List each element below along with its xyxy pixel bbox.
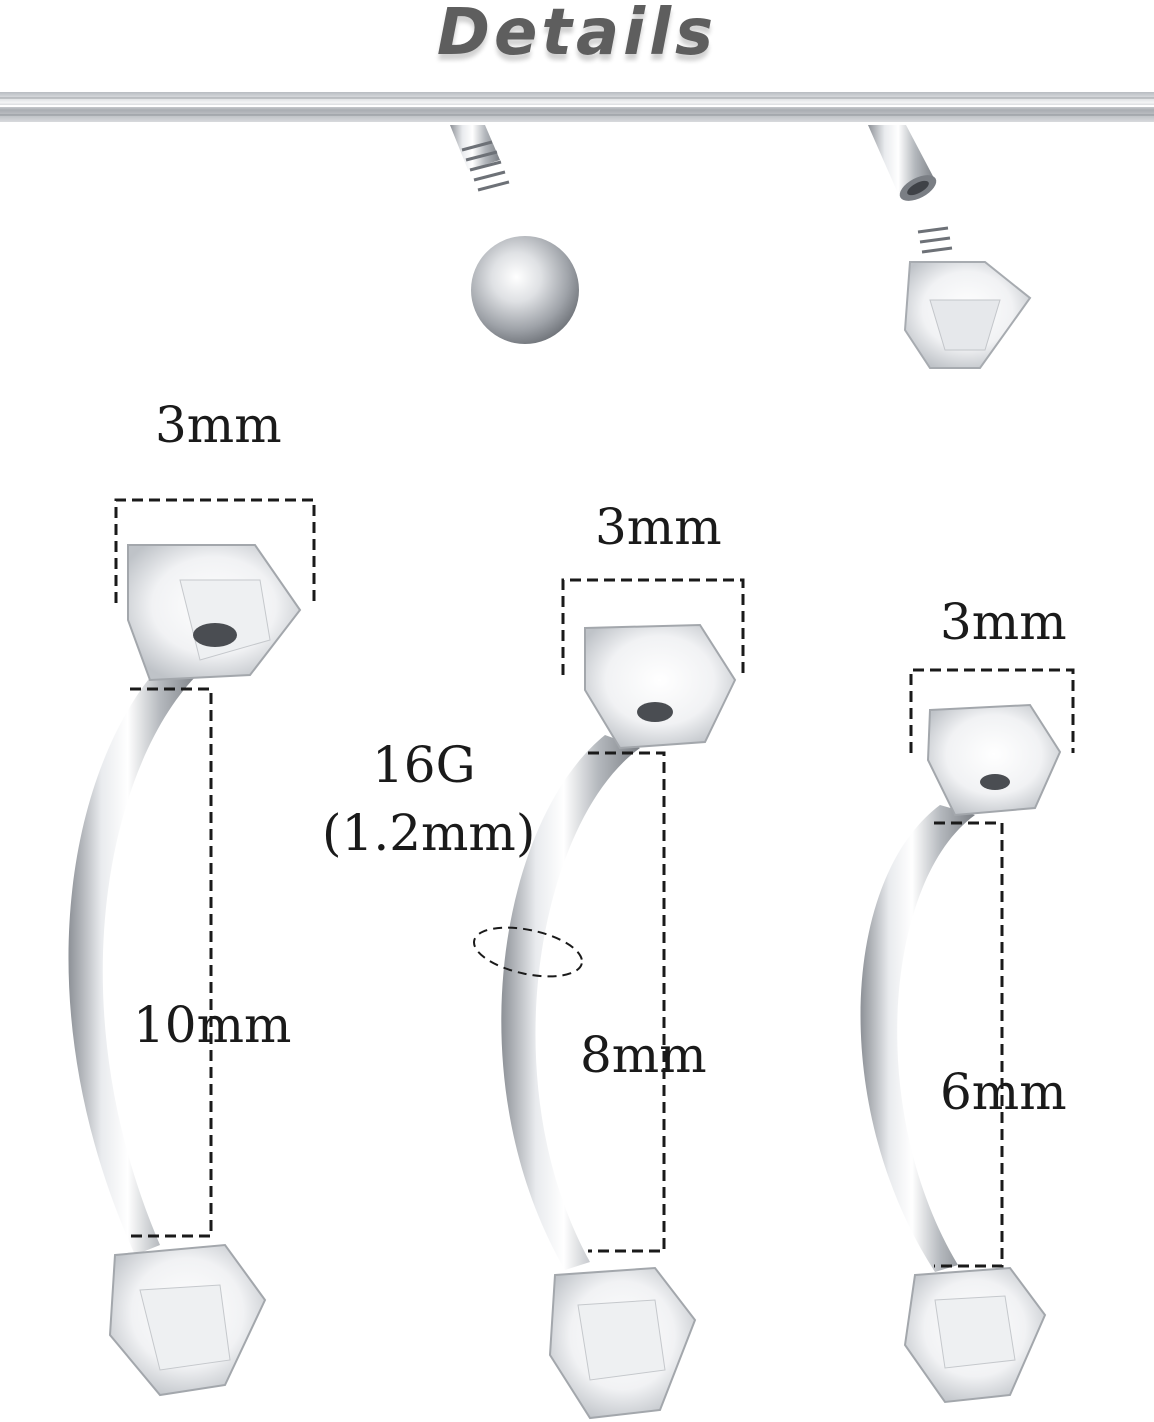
right-ball-dimension-box xyxy=(909,668,1075,753)
right-length-label: 6mm xyxy=(940,1063,1067,1121)
left-length-dimension-line xyxy=(130,687,213,1238)
right-length-dimension-line xyxy=(934,821,1004,1268)
internal-thread-detail xyxy=(868,125,1032,369)
external-thread-detail xyxy=(450,125,510,192)
left-curved-barbell xyxy=(68,544,302,1397)
ball-end-graphic xyxy=(471,236,579,344)
left-ball-size-label: 3mm xyxy=(155,396,282,454)
gauge-indicator-ellipse xyxy=(473,926,583,978)
middle-curved-barbell xyxy=(501,623,737,1420)
straight-bar-graphic xyxy=(0,92,1154,122)
middle-length-label: 8mm xyxy=(580,1026,707,1084)
middle-length-dimension-line xyxy=(588,751,666,1253)
middle-ball-size-label: 3mm xyxy=(595,498,722,556)
left-ball-dimension-box xyxy=(114,498,316,603)
gauge-label: 16G xyxy=(372,736,476,794)
gauge-mm-label: (1.2mm) xyxy=(322,804,536,862)
page-title: Details xyxy=(436,0,718,70)
right-curved-barbell xyxy=(860,703,1062,1404)
left-length-label: 10mm xyxy=(133,996,292,1054)
right-ball-size-label: 3mm xyxy=(940,593,1067,651)
